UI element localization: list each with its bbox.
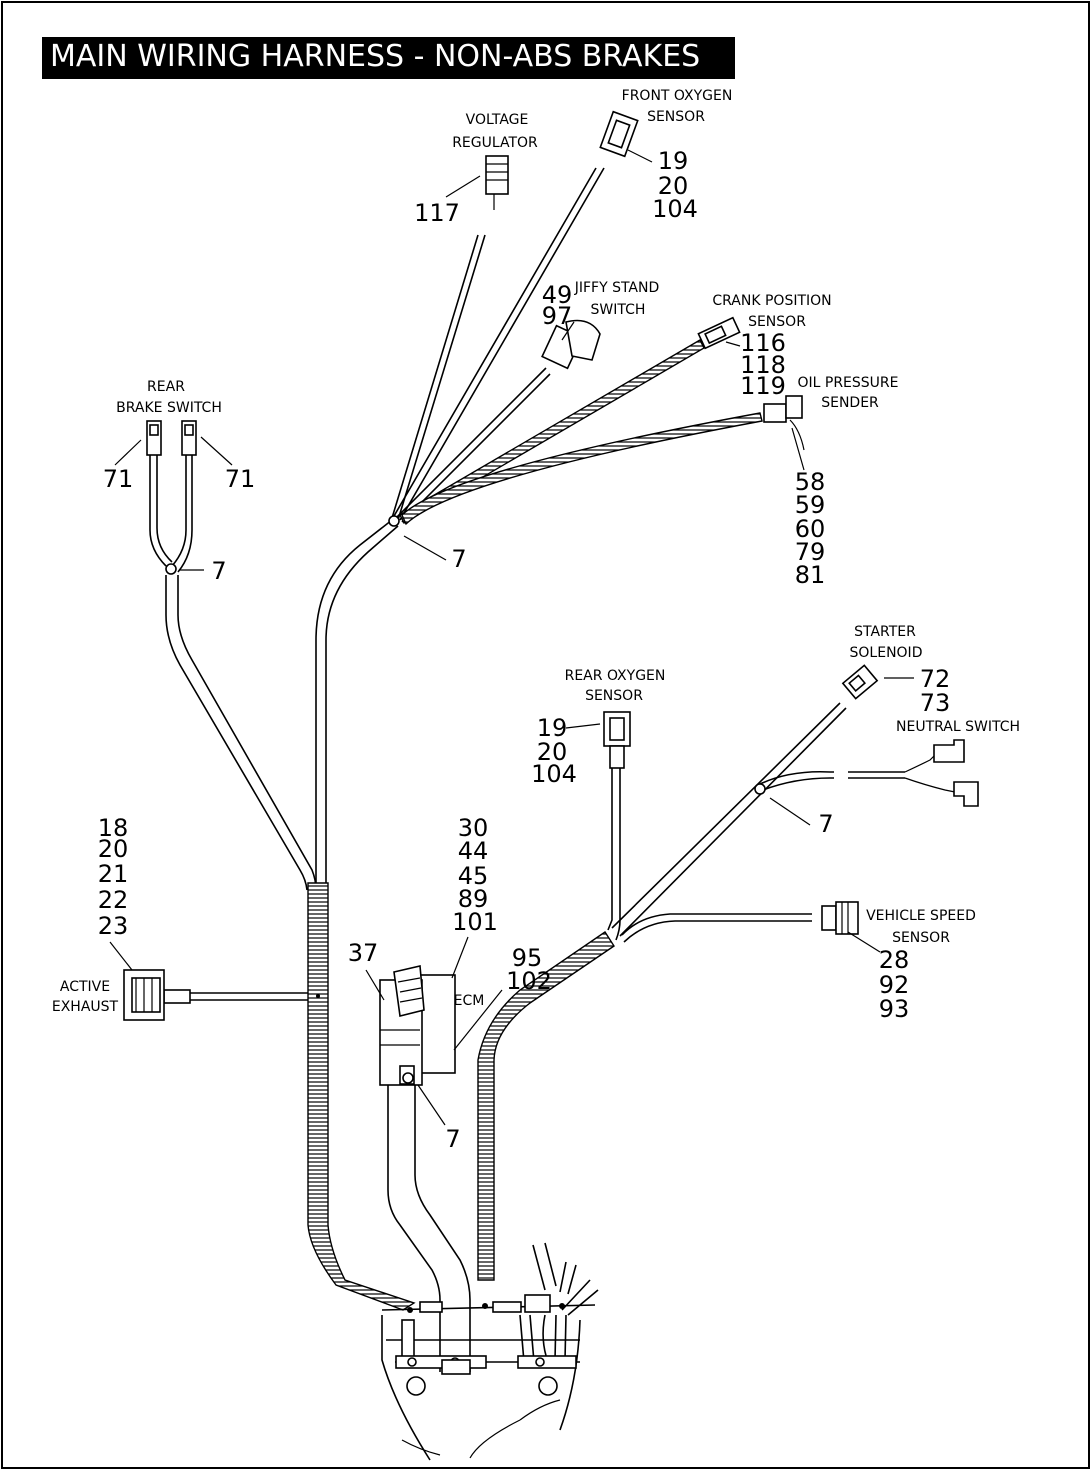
rear-brake-switch-connectors	[146, 420, 197, 456]
page-title: MAIN WIRING HARNESS - NON-ABS BRAKES	[50, 39, 701, 74]
neutral-switch-label: NEUTRAL SWITCH	[896, 719, 1020, 735]
rear-oxygen-sensor-label: REAR OXYGEN	[565, 668, 666, 684]
active-exhaust-connector	[123, 969, 165, 1021]
voltage-regulator-label: REGULATOR	[452, 135, 538, 151]
vehicle-speed-sensor-label: VEHICLE SPEED	[866, 908, 976, 924]
oil-pressure-sender-label: SENDER	[821, 395, 879, 411]
harness-wires	[149, 167, 956, 1461]
ecm-module	[379, 965, 456, 1086]
harness-clips	[165, 515, 766, 1084]
clip-ref: 7	[818, 810, 833, 838]
rear-brake-switch-ref: 71	[103, 465, 134, 493]
active-exhaust-label: EXHAUST	[52, 999, 119, 1015]
vehicle-speed-sensor-connector	[821, 901, 859, 935]
voltage-regulator-connector	[485, 155, 509, 210]
jiffy-stand-switch-ref: 49	[542, 281, 573, 309]
rear-brake-switch-label: BRAKE SWITCH	[116, 400, 222, 416]
active-exhaust-label: ACTIVE	[60, 979, 110, 995]
oil-pressure-sender-ref: 59	[795, 491, 826, 519]
rear-brake-switch-ref: 71	[225, 465, 256, 493]
rear-oxygen-sensor-label: SENSOR	[585, 688, 643, 704]
crank-position-sensor-connector	[697, 316, 741, 350]
jiffy-stand-switch-ref: 97	[542, 302, 573, 330]
ecm-bracket-ref: 95	[512, 944, 543, 972]
ecm-bracket-ref: 102	[506, 967, 552, 995]
starter-solenoid-label: SOLENOID	[850, 645, 923, 661]
front-oxygen-sensor-ref: 20	[658, 172, 689, 200]
vehicle-speed-sensor-ref: 92	[879, 971, 910, 999]
crank-position-sensor-ref: 119	[740, 372, 786, 400]
crank-position-sensor-ref: 118	[740, 351, 786, 379]
clip-ref: 7	[445, 1125, 460, 1153]
starter-solenoid-ref: 73	[920, 689, 951, 717]
rear-oxygen-sensor-ref: 19	[537, 714, 568, 742]
oil-pressure-sender-connector	[763, 395, 805, 451]
component-labels: VOLTAGE REGULATOR 117 FRONT OXYGEN SENSO…	[52, 88, 1020, 1153]
front-oxygen-sensor-label: FRONT OXYGEN	[622, 88, 733, 104]
ecm-ref: 45	[458, 862, 489, 890]
rear-oxygen-sensor-ref: 20	[537, 738, 568, 766]
active-exhaust-ref: 22	[98, 886, 129, 914]
rear-oxygen-sensor-ref: 104	[531, 760, 577, 788]
rear-oxygen-sensor-connector	[603, 711, 631, 769]
ecm-ref: 89	[458, 885, 489, 913]
front-oxygen-sensor-connector	[599, 110, 639, 158]
ecm-ref: 37	[348, 939, 379, 967]
oil-pressure-sender-ref: 60	[795, 515, 826, 543]
jiffy-stand-switch-label: JIFFY STAND	[574, 280, 660, 296]
active-exhaust-ref: 20	[98, 835, 129, 863]
starter-solenoid-ref: 72	[920, 665, 951, 693]
clip-ref: 7	[451, 545, 466, 573]
voltage-regulator-label: VOLTAGE	[466, 112, 529, 128]
jiffy-stand-switch-connector	[541, 319, 601, 370]
rear-brake-switch-label: REAR	[147, 379, 185, 395]
front-oxygen-sensor-label: SENSOR	[647, 109, 705, 125]
starter-solenoid-label: STARTER	[854, 624, 916, 640]
ecm-ref: 101	[452, 908, 498, 936]
clip-ref: 7	[211, 557, 226, 585]
ecm-label: ECM	[454, 993, 485, 1009]
jiffy-stand-switch-label: SWITCH	[591, 302, 646, 318]
crank-position-sensor-ref: 116	[740, 329, 786, 357]
front-oxygen-sensor-ref: 104	[652, 195, 698, 223]
leader-lines	[109, 149, 914, 1126]
crank-position-sensor-label: CRANK POSITION	[712, 293, 831, 309]
starter-solenoid-connector	[841, 664, 879, 700]
vehicle-speed-sensor-label: SENSOR	[892, 930, 950, 946]
oil-pressure-sender-ref: 81	[795, 561, 826, 589]
crank-position-sensor-label: SENSOR	[748, 314, 806, 330]
active-exhaust-ref: 18	[98, 814, 129, 842]
vehicle-speed-sensor-ref: 93	[879, 995, 910, 1023]
active-exhaust-ref: 21	[98, 860, 129, 888]
oil-pressure-sender-ref: 58	[795, 468, 826, 496]
active-exhaust-ref: 23	[98, 912, 129, 940]
oil-pressure-sender-label: OIL PRESSURE	[797, 375, 898, 391]
voltage-regulator-ref: 117	[414, 199, 460, 227]
title-bar: MAIN WIRING HARNESS - NON-ABS BRAKES	[42, 37, 735, 79]
neutral-switch-connectors	[933, 739, 979, 807]
vehicle-speed-sensor-ref: 28	[879, 946, 910, 974]
front-oxygen-sensor-ref: 19	[658, 147, 689, 175]
ecm-ref: 44	[458, 837, 489, 865]
oil-pressure-sender-ref: 79	[795, 538, 826, 566]
ecm-ref: 30	[458, 814, 489, 842]
